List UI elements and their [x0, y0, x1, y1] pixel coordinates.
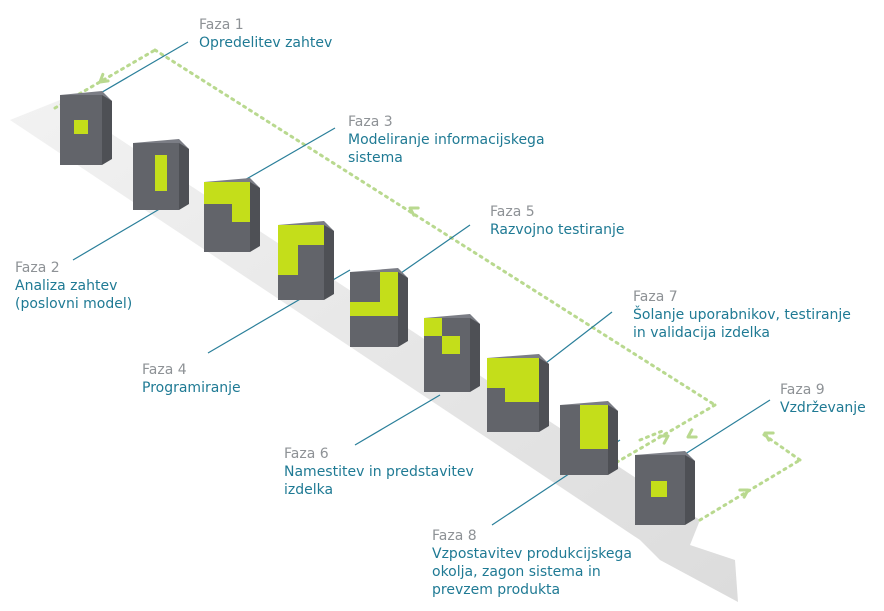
block-accent [298, 225, 324, 245]
phase-title: Razvojno testiranje [490, 222, 625, 238]
block-accent [424, 318, 442, 336]
phase-8-label: Faza 8 Vzpostavitev produkcijskega okolj… [432, 527, 632, 599]
block-side-face [608, 405, 618, 475]
phase-title: Namestitev in predstavitev izdelka [284, 464, 474, 498]
dotted-connector [153, 48, 717, 407]
block-accent [278, 225, 298, 275]
phase-title: Vzpostavitev produkcijskega okolja, zago… [432, 546, 632, 598]
timeline-arrow-road [10, 100, 738, 602]
block-accent [487, 358, 505, 388]
phase-block-9 [635, 451, 695, 525]
phase-number: Faza 4 [142, 362, 187, 378]
phase-block-2 [133, 139, 189, 210]
block-side-face [250, 182, 260, 252]
phase-block-6 [424, 314, 480, 392]
phase-number: Faza 5 [490, 204, 535, 220]
arrowhead-icon [763, 431, 775, 442]
block-accent [505, 358, 539, 402]
phase-block-4 [278, 221, 334, 300]
dotted-connector [53, 48, 157, 110]
block-accent [155, 155, 167, 191]
phase-number: Faza 3 [348, 114, 393, 130]
block-accent [350, 302, 398, 316]
phase-3-label: Faza 3 Modeliranje informacijskega siste… [348, 113, 545, 167]
arrowhead-icon [658, 434, 670, 445]
phase-title: Vzdrževanje [780, 400, 866, 416]
phase-number: Faza 2 [15, 260, 60, 276]
dotted-connector [638, 428, 667, 442]
phase-title: Modeliranje informacijskega sistema [348, 132, 545, 166]
block-side-face [539, 358, 549, 432]
dotted-connector [698, 458, 802, 522]
phase-1-label: Faza 1 Opredelitev zahtev [199, 16, 332, 52]
arrowhead-icon [686, 428, 698, 439]
block-side-face [102, 95, 112, 165]
dotted-connector [610, 403, 717, 467]
phase-number: Faza 7 [633, 289, 678, 305]
block-accent [232, 204, 250, 222]
phase-number: Faza 9 [780, 382, 825, 398]
phase-block-1 [60, 91, 112, 165]
phase-9-label: Faza 9 Vzdrževanje [780, 381, 866, 417]
phase-4-label: Faza 4 Programiranje [142, 361, 241, 397]
phase-blocks [60, 91, 695, 525]
arrowhead-icon [408, 206, 420, 217]
phase-block-8 [560, 401, 618, 475]
arrowhead-icon [738, 488, 750, 499]
phase-title: Analiza zahtev (poslovni model) [15, 278, 133, 312]
block-accent [442, 336, 460, 354]
phase-number: Faza 8 [432, 528, 477, 544]
phase-number: Faza 1 [199, 17, 244, 33]
block-side-face [398, 272, 408, 347]
phase-block-7 [487, 354, 549, 432]
phase-block-5 [350, 268, 408, 347]
block-accent [204, 182, 250, 204]
phase-2-label: Faza 2 Analiza zahtev (poslovni model) [15, 259, 132, 313]
phase-6-label: Faza 6 Namestitev in predstavitev izdelk… [284, 445, 474, 499]
block-side-face [685, 455, 695, 525]
feedback-loops [53, 48, 802, 522]
block-side-face [179, 143, 189, 210]
block-accent [651, 481, 667, 497]
phase-7-label: Faza 7 Šolanje uporabnikov, testiranje i… [633, 288, 851, 342]
phase-title: Programiranje [142, 380, 241, 396]
leader-line [354, 394, 441, 446]
phase-block-3 [204, 178, 260, 252]
phase-number: Faza 6 [284, 446, 329, 462]
phase-5-label: Faza 5 Razvojno testiranje [490, 203, 624, 239]
block-accent [74, 120, 88, 134]
block-accent [580, 405, 608, 449]
phase-title: Opredelitev zahtev [199, 35, 333, 51]
block-side-face [324, 225, 334, 300]
arrowhead-icon [98, 72, 110, 84]
phase-title: Šolanje uporabnikov, testiranje in valid… [633, 307, 851, 341]
block-side-face [470, 318, 480, 392]
